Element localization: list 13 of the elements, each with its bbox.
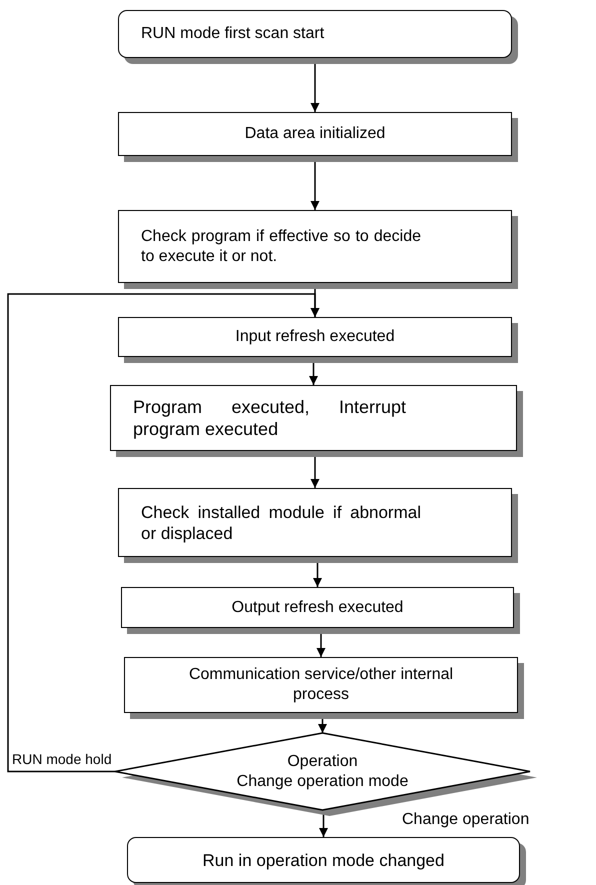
step-text: Input refresh executed: [234, 327, 396, 347]
step-text: RUN mode first scan start: [141, 24, 326, 44]
step-text: Check program if effective so to decide to execute it or not.: [141, 226, 421, 266]
edge-label: Change operation: [402, 811, 530, 829]
step-text: Run in operation mode changed: [202, 850, 446, 870]
step-text: Communication service/other internal process: [188, 665, 454, 705]
arrow: [7, 293, 320, 772]
step-text: Check installed module if abnormal or displaced: [141, 502, 421, 544]
decision-text: Operation: [287, 752, 358, 772]
decision-text: Change operation mode: [236, 772, 408, 792]
step-text: Output refresh executed: [230, 598, 404, 618]
step-text: Data area initialized: [244, 124, 386, 144]
step-text: Program executed, Interrupt program executed: [133, 396, 406, 440]
